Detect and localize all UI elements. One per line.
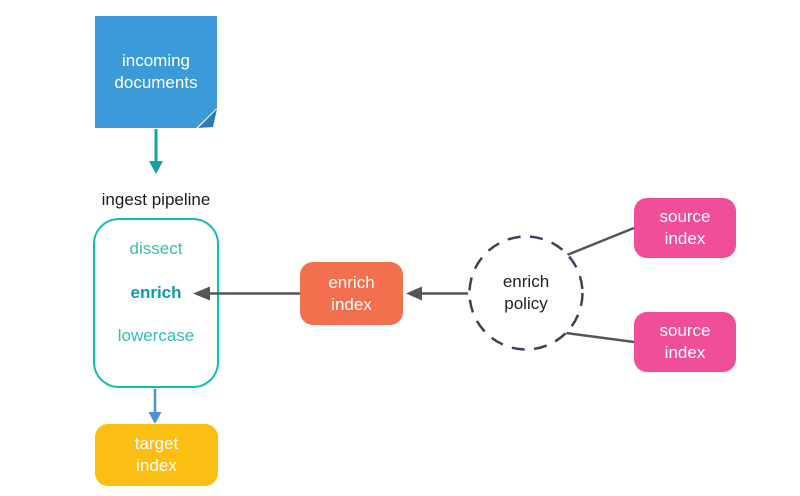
source-index-top-label: source index	[659, 207, 711, 248]
processor-lowercase: lowercase	[117, 326, 195, 345]
ingest-pipeline-title: ingest pipeline	[101, 190, 211, 209]
target-index-label: target index	[134, 434, 179, 475]
enrich-index-label: enrich index	[328, 272, 375, 314]
source-index-bottom-label: source index	[659, 321, 711, 362]
source-index-top-node: source index	[634, 198, 736, 258]
processor-enrich: enrich	[130, 283, 182, 302]
incoming-documents-label: incoming documents	[114, 51, 198, 92]
connector-incoming-to-pipeline-arrow	[149, 129, 163, 174]
connector-source-bottom-to-policy-line	[565, 331, 635, 344]
target-index-node: target index	[95, 424, 218, 486]
incoming-documents-node: incoming documents	[95, 16, 217, 128]
connector-pipeline-to-target-arrow	[148, 389, 162, 424]
enrich-index-node: enrich index	[300, 262, 403, 325]
source-index-bottom-node: source index	[634, 312, 736, 372]
connector-source-top-to-policy-line	[566, 226, 635, 257]
processor-dissect: dissect	[129, 239, 183, 258]
ingest-pipeline-node: dissect enrich lowercase	[93, 218, 219, 388]
connector-policy-to-enrich-index-arrow	[406, 286, 468, 301]
enrich-policy-label: enrich policy	[502, 272, 550, 313]
